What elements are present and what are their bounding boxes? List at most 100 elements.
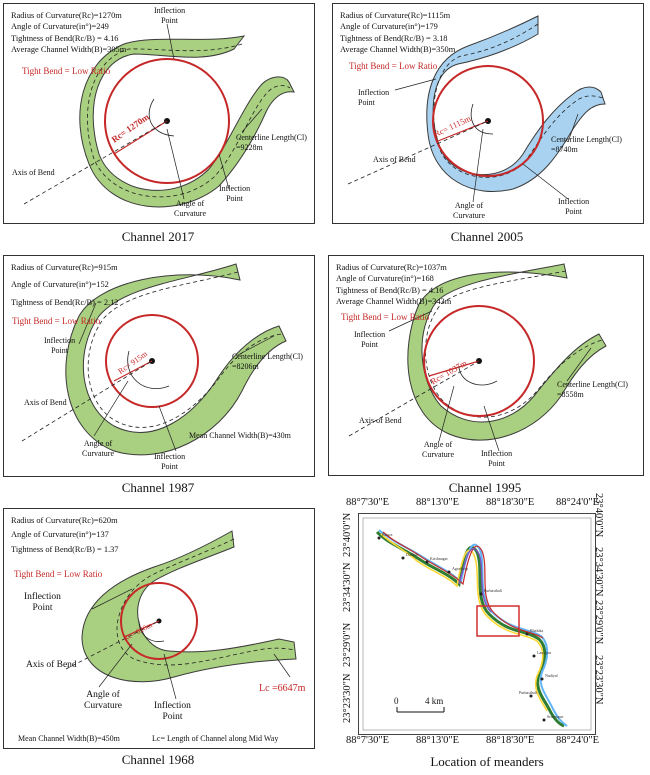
- meander-diagram-1968: [65, 530, 297, 700]
- centerline-length-label: Centerline Length(Cl)=8206m: [232, 352, 303, 371]
- left-tick-label: 23°23'30"N: [342, 673, 353, 723]
- river-course-purple: [458, 547, 492, 613]
- left-tick-label: 23°29'0"N: [342, 622, 353, 667]
- town-label: Purbasthali: [519, 690, 537, 695]
- town-label: Dadhia: [406, 552, 418, 557]
- info-line: Radius of Curvature(Rc)=1270m: [11, 11, 122, 20]
- axis-of-bend: [347, 120, 489, 185]
- top-tick-label: 88°18'30"E: [486, 497, 535, 508]
- channel-length-label: Lc =6647m: [259, 683, 306, 694]
- panel-channel-2005: Radius of Curvature(Rc)=1115m Angle of C…: [332, 3, 644, 224]
- panel-channel-1987: Radius of Curvature(Rc)=915m Angle of Cu…: [3, 255, 315, 477]
- axis-of-bend: [65, 620, 160, 670]
- centerline: [87, 43, 291, 198]
- info-line: Tightness of Bend(Rc/B) = 2.12: [11, 297, 119, 307]
- top-tick-label: 88°13'0"E: [416, 497, 460, 508]
- bottom-tick-label: 88°7'30"E: [346, 735, 390, 746]
- panel-channel-2017: Radius of Curvature(Rc)=1270m Angle of C…: [3, 3, 315, 224]
- meander-diagram-2005: [347, 15, 606, 203]
- town-label: Bhaluka: [530, 628, 544, 633]
- tight-bend-note: Tight Bend = Low Ratio: [349, 61, 438, 71]
- town-label: Nadiyal: [545, 673, 558, 678]
- info-block: Radius of Curvature(Rc)=915m Angle of Cu…: [11, 262, 118, 308]
- radius-line: [437, 120, 489, 142]
- caption-2005: Channel 2005: [450, 229, 524, 244]
- town-label: Srirampur: [547, 714, 564, 719]
- info-line: Average Channel Width(B)=305m: [11, 44, 127, 54]
- mean-channel-width-label: Mean Channel Width(B)=450m: [18, 734, 120, 743]
- centerline-length-label: Centerline Length(Cl)=8558m: [557, 380, 628, 399]
- meander-highlight-box: [476, 605, 520, 637]
- town-label: Katwa: [382, 532, 393, 537]
- river-course-blue: [378, 529, 568, 727]
- channel-polygon: [81, 530, 297, 683]
- caption-1987: Channel 1987: [121, 480, 195, 495]
- info-line: Tightness of Bend(Rc/B) = 4.16: [11, 33, 119, 43]
- axis-of-bend-label: Axis of Bend: [359, 416, 402, 425]
- info-line: Tightness of Bend(Rc/B) = 4.16: [336, 285, 444, 295]
- axis-of-bend-label: Axis of Bend: [373, 155, 416, 164]
- tight-bend-note: Tight Bend = Low Ratio: [341, 312, 430, 322]
- bottom-tick-label: 88°13'0"E: [416, 735, 460, 746]
- centerline-length-label: Centerline Length(Cl)=9228m: [236, 133, 307, 152]
- channel-polygon: [407, 263, 607, 441]
- info-block: Radius of Curvature(Rc)=620m Angle of Cu…: [11, 515, 118, 555]
- angle-arc: [470, 103, 494, 135]
- axis-of-bend-label: Axis of Bend: [24, 398, 67, 407]
- axis-of-bend: [21, 360, 153, 442]
- tight-bend-note: Tight Bend = Low Ratio: [22, 66, 111, 76]
- meander-diagram-2017: [23, 23, 295, 208]
- channel-length-definition: Lc= Length of Channel along Mid Way: [152, 734, 279, 743]
- caption-1995: Channel 1995: [448, 480, 522, 495]
- info-block: Radius of Curvature(Rc)=1115m Angle of C…: [340, 10, 455, 55]
- info-line: Radius of Curvature(Rc)=1115m: [340, 11, 451, 20]
- bottom-tick-label: 88°18'30"E: [486, 735, 535, 746]
- info-line: Tightness of Bend(Rc/B) = 1.37: [11, 544, 119, 554]
- tight-bend-note: Tight Bend = Low Ratio: [14, 569, 103, 579]
- angle-arc: [458, 365, 498, 386]
- channel-polygon: [65, 263, 287, 456]
- info-line: Angle of Curvature(in°)=179: [340, 22, 438, 32]
- curvature-circle: [105, 314, 199, 408]
- top-tick-label: 88°7'30"E: [346, 497, 390, 508]
- radius-line: [428, 360, 480, 377]
- meander-diagram-1995: [348, 263, 607, 452]
- river-course-green: [375, 530, 565, 728]
- scale-end-label: 4 km: [425, 696, 444, 706]
- location-map: 88°7'30"E 88°13'0"E 88°18'30"E 88°24'0"E…: [328, 493, 646, 750]
- curvature-circle: [104, 58, 230, 184]
- info-block: Radius of Curvature(Rc)=1037m Angle of C…: [336, 262, 451, 307]
- left-tick-label: 23°40'0"N: [342, 512, 353, 557]
- map-frame: Katwa Dadhia Krishnagar Agradwip Purbast…: [358, 513, 596, 735]
- curvature-circle: [432, 65, 544, 177]
- axis-of-bend-label: Axis of Bend: [12, 168, 55, 177]
- curvature-circle: [120, 582, 198, 660]
- centerline-length-label: Centerline Length(Cl)=8740m: [551, 135, 622, 154]
- river-course-yellow: [380, 533, 548, 712]
- town-label: Krishnagar: [430, 556, 448, 561]
- info-line: Angle of Curvature(in°)=137: [11, 530, 109, 540]
- bottom-tick-label: 88°24'0"E: [556, 735, 600, 746]
- caption-1968: Channel 1968: [121, 752, 195, 767]
- info-line: Radius of Curvature(Rc)=620m: [11, 516, 118, 525]
- panel-channel-1968: Radius of Curvature(Rc)=620m Angle of Cu…: [3, 508, 315, 749]
- info-line: Angle of Curvature(in°)=152: [11, 280, 109, 290]
- top-tick-label: 88°24'0"E: [556, 497, 600, 508]
- info-line: Tightness of Bend(Rc/B) = 3.18: [340, 33, 448, 43]
- info-line: Angle of Curvature(in°)=249: [11, 22, 109, 32]
- radius-line: [113, 360, 153, 382]
- town-label: Purbasthali: [484, 588, 502, 593]
